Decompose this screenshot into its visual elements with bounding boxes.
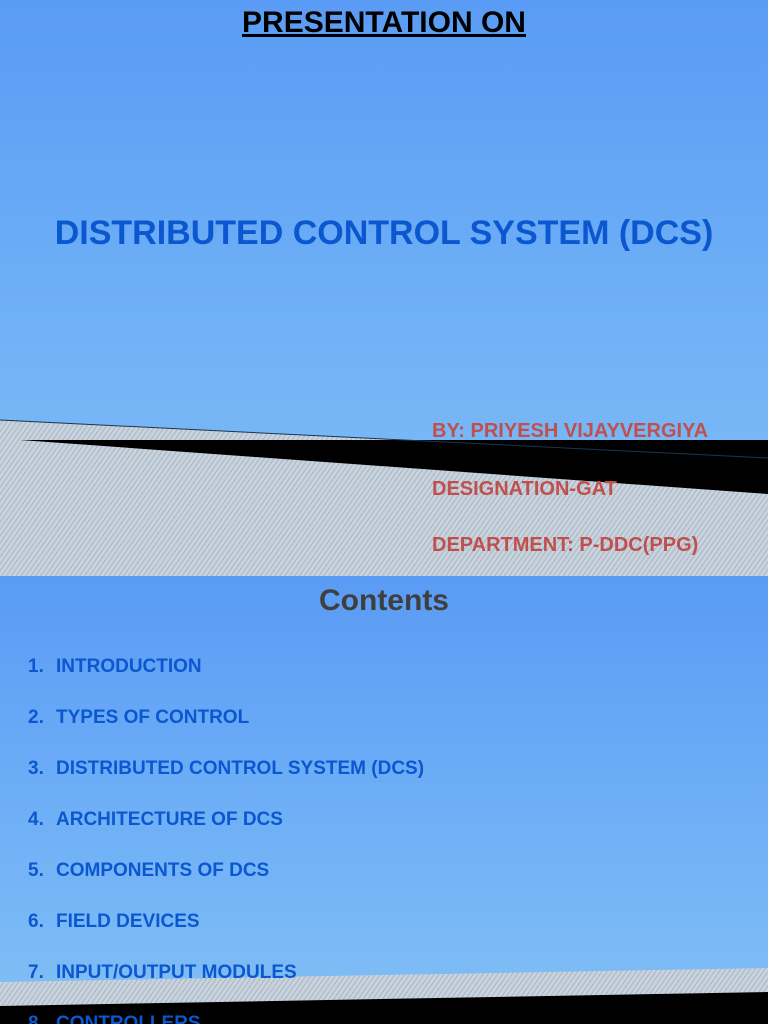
list-item: 2. TYPES OF CONTROL: [28, 707, 424, 758]
list-item: 1. INTRODUCTION: [28, 656, 424, 707]
item-number: 2.: [28, 707, 44, 728]
item-label: ARCHITECTURE OF DCS: [56, 809, 283, 830]
list-item: 7. INPUT/OUTPUT MODULES: [28, 962, 424, 1013]
item-label: CONTROLLERS: [56, 1013, 201, 1024]
author-designation: DESIGNATION-GAT: [432, 478, 617, 500]
list-item: 8. CONTROLLERS: [28, 1013, 424, 1024]
author-name: BY: PRIYESH VIJAYVERGIYA: [432, 420, 709, 442]
item-label: TYPES OF CONTROL: [56, 707, 250, 728]
item-label: DISTRIBUTED CONTROL SYSTEM (DCS): [56, 758, 425, 779]
item-number: 1.: [28, 656, 44, 677]
item-label: COMPONENTS OF DCS: [56, 860, 270, 881]
contents-slide: Contents 1. INTRODUCTION 2. TYPES OF CONTR…: [0, 576, 768, 1024]
item-number: 4.: [28, 809, 44, 830]
presentation-title: DISTRIBUTED CONTROL SYSTEM (DCS): [54, 214, 714, 252]
list-item: 3. DISTRIBUTED CONTROL SYSTEM (DCS): [28, 758, 424, 809]
item-number: 6.: [28, 911, 44, 932]
title-slide: PRESENTATION ON DISTRIBUTED CONTROL SYST…: [0, 0, 768, 576]
item-number: 5.: [28, 860, 44, 881]
item-label: INTRODUCTION: [56, 656, 202, 677]
contents-list: 1. INTRODUCTION 2. TYPES OF CONTROL 3. DIST…: [28, 656, 424, 1024]
contents-heading: Contents: [319, 584, 449, 617]
item-label: INPUT/OUTPUT MODULES: [56, 962, 297, 983]
list-item: 6. FIELD DEVICES: [28, 911, 424, 962]
item-number: 7.: [28, 962, 44, 983]
item-number: 3.: [28, 758, 44, 779]
decorative-swoosh: [0, 968, 768, 1024]
author-department: DEPARTMENT: P-DDC(PPG): [432, 534, 699, 556]
item-label: FIELD DEVICES: [56, 911, 200, 932]
item-number: 8.: [28, 1013, 44, 1024]
list-item: 4. ARCHITECTURE OF DCS: [28, 809, 424, 860]
presentation-heading: PRESENTATION ON: [242, 6, 526, 39]
decorative-swoosh: [0, 419, 768, 576]
list-item: 5. COMPONENTS OF DCS: [28, 860, 424, 911]
